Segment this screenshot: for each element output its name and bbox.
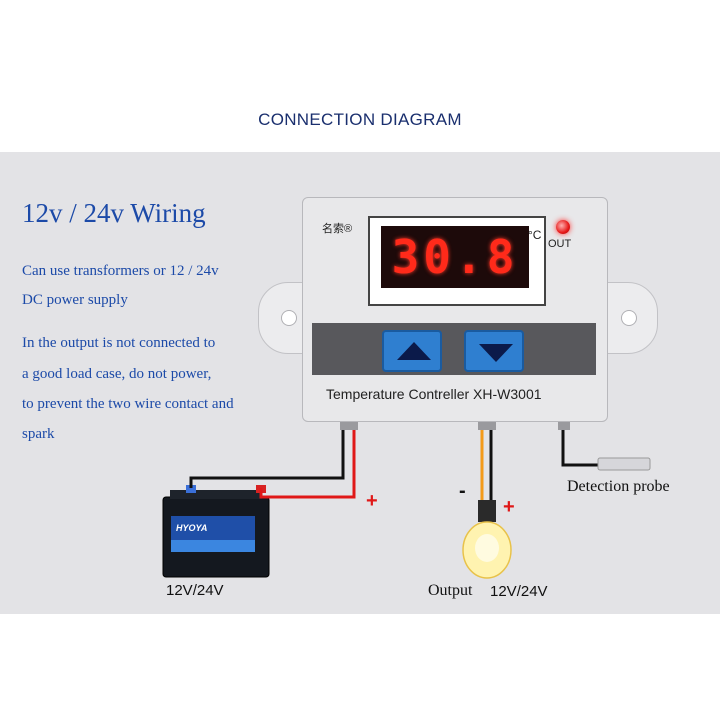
note-line-2: DC power supply	[22, 292, 128, 308]
note-line-1: Can use transformers or 12 / 24v	[22, 263, 219, 279]
up-button[interactable]	[382, 330, 442, 372]
output-plus-sign: +	[503, 496, 515, 518]
light-bulb-icon	[462, 500, 512, 579]
unit-label: °C	[528, 228, 542, 242]
positive-wire	[259, 428, 356, 499]
down-button[interactable]	[464, 330, 524, 372]
probe-wire	[561, 428, 600, 467]
note-line-6: spark	[22, 426, 55, 442]
battery-icon	[162, 485, 270, 578]
temperature-display: 30.8	[381, 226, 529, 288]
out-label: OUT	[548, 238, 572, 250]
output-voltage-label: 12V/24V	[490, 583, 548, 600]
arrow-up-icon	[397, 342, 431, 360]
button-strip	[312, 323, 596, 375]
note-line-4: a good load case, do not power,	[22, 366, 212, 382]
arrow-down-icon	[479, 344, 513, 362]
probe-label: Detection probe	[567, 478, 670, 495]
negative-wire	[189, 428, 345, 488]
output-minus-sign: -	[459, 480, 466, 502]
battery-voltage-label: 12V/24V	[166, 582, 224, 599]
note-line-3: In the output is not connected to	[22, 335, 216, 351]
battery-brand-label: HYOYA	[176, 523, 208, 533]
device-brand: 名索®	[322, 223, 353, 235]
note-line-5: to prevent the two wire contact and	[22, 396, 234, 412]
page-title: CONNECTION DIAGRAM	[258, 110, 462, 129]
battery-plus-sign: +	[366, 490, 378, 512]
battery-minus-sign: -	[322, 466, 329, 488]
output-label: Output	[428, 582, 473, 599]
wiring-heading: 12v / 24v Wiring	[22, 198, 206, 228]
model-label: Temperature Contreller XH-W3001	[326, 386, 542, 402]
probe-sensor-icon	[597, 457, 651, 471]
out-led-icon	[556, 220, 570, 234]
